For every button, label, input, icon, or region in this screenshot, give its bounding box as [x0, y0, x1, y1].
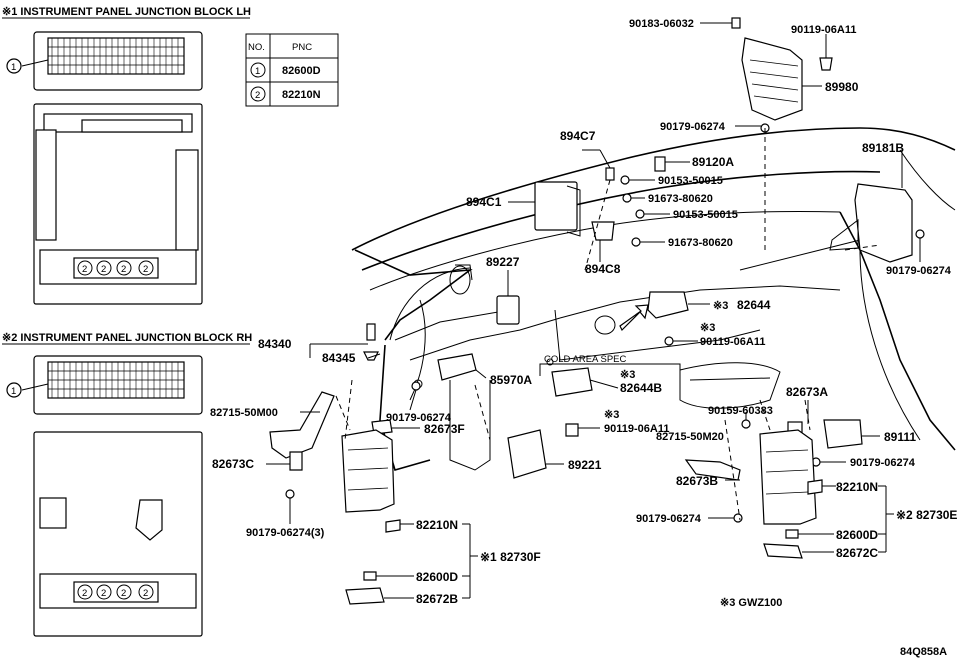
label-90119-06a11-top: 90119-06A11: [791, 24, 856, 36]
svg-text:2: 2: [143, 264, 148, 275]
junction-block-lh: ※1 INSTRUMENT PANEL JUNCTION BLOCK LH 1 …: [2, 6, 251, 305]
illustration-code: 84Q858A: [900, 646, 947, 658]
parts: [269, 17, 925, 605]
svg-text:2: 2: [101, 264, 106, 275]
title-lh: ※1 INSTRUMENT PANEL JUNCTION BLOCK LH: [2, 6, 251, 18]
label-894c1: 894C1: [466, 195, 502, 209]
pnc-row-1-no: 1: [255, 66, 260, 77]
label-90159-60383: 90159-60383: [708, 405, 773, 417]
callout-1-rh: [6, 382, 22, 398]
label-84345: 84345: [322, 351, 356, 365]
pnc-table: NO. PNC 1 82600D 2 82210N: [245, 33, 339, 107]
label-89980: 89980: [825, 80, 859, 94]
label-82600d-rh: 82600D: [836, 528, 878, 542]
svg-text:2: 2: [143, 588, 148, 599]
label-82715-50m20: 82715-50M20: [656, 431, 724, 443]
leader-lines: [266, 22, 921, 599]
pnc-row-2-pnc: 82210N: [282, 89, 321, 101]
label-82600d-lh: 82600D: [416, 570, 458, 584]
label-82644b-mark: ※3: [620, 369, 635, 381]
label-90153-50015-a: 90153-50015: [658, 175, 723, 187]
label-91673-80620-a: 91673-80620: [648, 193, 713, 205]
label-90179-06274-c: 90179-06274: [386, 412, 452, 424]
label-90183-06032: 90183-06032: [629, 18, 694, 30]
assembly-lines: [335, 128, 881, 521]
pnc-row-1-pnc: 82600D: [282, 65, 321, 77]
label-90119-06a11-c-mark: ※3: [604, 409, 619, 421]
label-91673-80620-b: 91673-80620: [668, 237, 733, 249]
label-82672b: 82672B: [416, 592, 458, 606]
svg-text:2: 2: [121, 264, 126, 275]
label-gwz100: ※3 GWZ100: [720, 597, 782, 609]
label-82715-50m00: 82715-50M00: [210, 407, 278, 419]
label-89120a: 89120A: [692, 155, 734, 169]
pnc-row-2-no: 2: [255, 90, 260, 101]
label-90179-06274-d: 90179-06274: [850, 457, 916, 469]
label-90119-06a11-b-mark: ※3: [700, 322, 715, 334]
label-82673c: 82673C: [212, 457, 254, 471]
callout-1-lh: [6, 58, 22, 74]
label-82730e: ※2 82730E: [896, 508, 957, 522]
svg-text:1: 1: [11, 62, 16, 73]
fuse-2-row-rh: 2 2 2 2: [77, 584, 154, 600]
svg-text:1: 1: [11, 386, 16, 397]
label-82644: 82644: [737, 298, 771, 312]
label-90179-06274-f: 90179-06274: [636, 513, 702, 525]
label-82673a: 82673A: [786, 385, 828, 399]
label-84340: 84340: [258, 337, 292, 351]
label-89227: 89227: [486, 255, 520, 269]
label-82673b: 82673B: [676, 474, 718, 488]
label-894c7: 894C7: [560, 129, 596, 143]
label-cold-area-spec: COLD AREA SPEC: [544, 354, 627, 365]
pnc-header-no: NO.: [248, 42, 265, 53]
label-90179-06274-3: 90179-06274(3): [246, 527, 325, 539]
label-89111: 89111: [884, 430, 916, 444]
svg-text:2: 2: [121, 588, 126, 599]
label-90153-50015-b: 90153-50015: [673, 209, 738, 221]
label-82673f: 82673F: [424, 422, 465, 436]
label-82672c: 82672C: [836, 546, 878, 560]
junction-block-rh: ※2 INSTRUMENT PANEL JUNCTION BLOCK RH 1 …: [2, 332, 252, 637]
label-82210n-rh: 82210N: [836, 480, 878, 494]
label-894c8: 894C8: [585, 262, 621, 276]
label-90119-06a11-b: 90119-06A11: [700, 336, 765, 348]
label-90179-06274-a: 90179-06274: [660, 121, 726, 133]
svg-text:2: 2: [82, 264, 87, 275]
label-85970a: 85970A: [490, 373, 532, 387]
fuse-2-row-lh: 2 2 2 2: [77, 260, 154, 276]
label-89221: 89221: [568, 458, 602, 472]
label-90119-06a11-c: 90119-06A11: [604, 423, 669, 435]
label-82210n-lh: 82210N: [416, 518, 458, 532]
label-82730f: ※1 82730F: [480, 550, 541, 564]
svg-text:2: 2: [82, 588, 87, 599]
label-89181b: 89181B: [862, 141, 904, 155]
title-rh: ※2 INSTRUMENT PANEL JUNCTION BLOCK RH: [2, 332, 252, 344]
label-90179-06274-b: 90179-06274: [886, 265, 952, 277]
svg-text:2: 2: [101, 588, 106, 599]
label-82644-mark: ※3: [713, 300, 728, 312]
pnc-header-pnc: PNC: [292, 42, 312, 53]
part-labels: 90183-06032 90119-06A11 89980 90179-0627…: [210, 18, 957, 658]
label-82644b: 82644B: [620, 381, 662, 395]
